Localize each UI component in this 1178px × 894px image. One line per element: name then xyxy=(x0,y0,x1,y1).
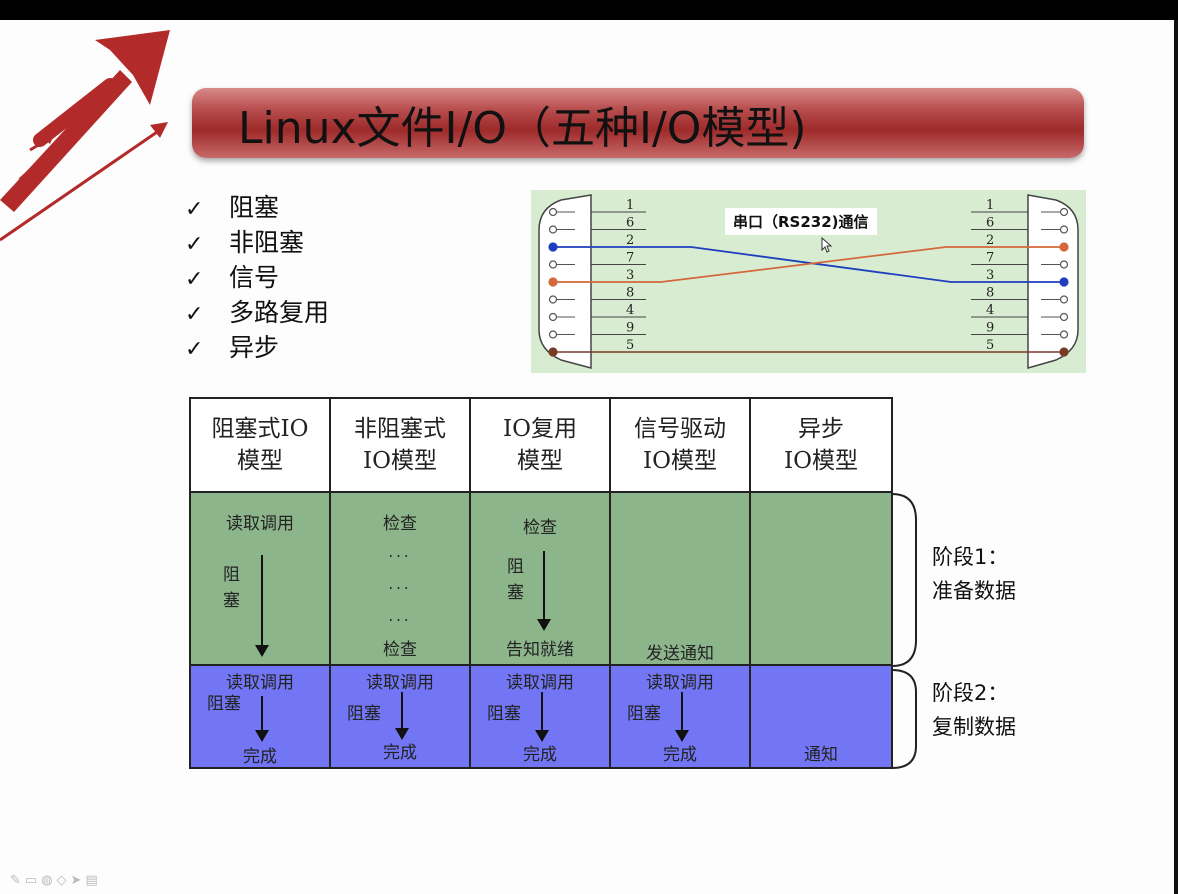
checklist-item: ✓多路复用 xyxy=(185,295,329,330)
stage1-row: 读取调用 阻 塞 检查 ... ... ... 检查 检查 阻 塞 xyxy=(189,491,893,666)
pin-number: 6 xyxy=(986,216,994,231)
check-icon: ✓ xyxy=(185,337,204,362)
serial-rs232-diagram: 1 6 2 7 3 8 4 9 5 1 6 2 7 3 8 4 9 5 串口（RS232)通信 xyxy=(531,190,1086,373)
pin-number: 2 xyxy=(986,233,994,248)
check-icon: ✓ xyxy=(185,197,204,222)
check-icon: ✓ xyxy=(185,302,204,327)
stage2-arrow-icon xyxy=(255,696,269,742)
pin-dot xyxy=(1059,207,1069,217)
pin-dot xyxy=(548,312,558,322)
stage1-nonblocking-cell: 检查 ... ... ... 检查 xyxy=(329,491,471,666)
stage1-label: 阶段1：准备数据 xyxy=(932,545,1016,603)
pin-dot xyxy=(1059,295,1069,304)
blocking-arrow-icon xyxy=(255,555,269,657)
pin-number: 6 xyxy=(626,216,634,231)
cursor-icon xyxy=(821,237,833,253)
pin-number: 1 xyxy=(626,198,634,213)
screen-icon[interactable]: ▭ xyxy=(24,873,42,888)
pin-dot xyxy=(548,295,558,304)
stage1-brace-icon xyxy=(891,493,917,667)
header-io-multiplexing: IO复用模型 xyxy=(469,397,611,493)
stage1-multiplex-cell: 检查 阻 塞 告知就绪 xyxy=(469,491,611,666)
check-icon: ✓ xyxy=(185,232,204,257)
pin-number: 5 xyxy=(626,338,634,353)
pin-number: 9 xyxy=(626,321,634,336)
rx-tx-wire xyxy=(553,246,1064,283)
checklist-item: ✓信号 xyxy=(185,260,329,295)
pin-number: 3 xyxy=(626,268,634,283)
pin-number: 4 xyxy=(626,303,634,318)
pin-number: 8 xyxy=(626,286,634,301)
stage2-blocking-cell: 读取调用 阻塞 完成 xyxy=(189,664,331,769)
stage2-signal-cell: 读取调用 阻塞 完成 xyxy=(609,664,751,769)
stage2-nonblocking-cell: 读取调用 阻塞 完成 xyxy=(329,664,471,769)
stage2-label: 阶段2：复制数据 xyxy=(932,681,1016,739)
eraser-icon[interactable]: ◇ xyxy=(56,873,71,888)
check-icon: ✓ xyxy=(185,267,204,292)
slide-title: Linux文件I/O（五种I/O模型) xyxy=(238,103,807,154)
pin-dot xyxy=(1059,225,1069,234)
pin-dot xyxy=(548,207,558,217)
pin-dot xyxy=(548,225,558,234)
stage1-async-cell xyxy=(749,491,893,666)
pin-dot xyxy=(1059,330,1069,339)
marker-icon[interactable]: ◍ xyxy=(41,873,57,888)
checklist-item: ✓非阻塞 xyxy=(185,225,329,260)
pin-dot xyxy=(1059,260,1069,269)
logo-arrows-icon xyxy=(0,30,170,242)
pin-dot xyxy=(548,260,558,269)
io-type-checklist: ✓阻塞 ✓非阻塞 ✓信号 ✓多路复用 ✓异步 xyxy=(185,190,329,365)
stage2-multiplex-cell: 读取调用 阻塞 完成 xyxy=(469,664,611,769)
pin-number: 1 xyxy=(986,198,994,213)
pin-number: 3 xyxy=(986,268,994,283)
stage2-brace-icon xyxy=(891,669,917,769)
tx-rx-wire xyxy=(553,246,1064,283)
pin-dot xyxy=(1059,312,1069,322)
pointer-icon[interactable]: ➤ xyxy=(70,873,86,888)
menu-icon[interactable]: ▤ xyxy=(85,873,102,888)
serial-diagram-label: 串口（RS232)通信 xyxy=(725,208,877,235)
checklist-item: ✓异步 xyxy=(185,330,329,365)
title-bar: Linux文件I/O（五种I/O模型) xyxy=(192,88,1084,158)
stage2-arrow-icon xyxy=(675,692,689,742)
stage1-blocking-cell: 读取调用 阻 塞 xyxy=(189,491,331,666)
pin-number: 9 xyxy=(986,321,994,336)
serial-wiring-graphic: 1 6 2 7 3 8 4 9 5 1 6 2 7 3 8 4 9 5 xyxy=(538,194,1079,369)
pin-number: 8 xyxy=(986,286,994,301)
pin-number: 7 xyxy=(986,251,994,266)
stage2-async-cell: 通知 xyxy=(749,664,893,769)
presenter-toolbar[interactable]: ✎▭◍◇➤▤ xyxy=(10,873,102,888)
stage2-arrow-icon xyxy=(395,692,409,740)
pin-number: 2 xyxy=(626,233,634,248)
pin-number: 5 xyxy=(986,338,994,353)
slide: Linux文件I/O（五种I/O模型) ✓阻塞 ✓非阻塞 ✓信号 ✓多路复用 ✓… xyxy=(0,20,1178,894)
stage2-arrow-icon xyxy=(535,692,549,742)
stage2-row: 读取调用 阻塞 完成 读取调用 阻塞 完成 读取调用 阻塞 完成 xyxy=(189,664,893,769)
pin-number: 4 xyxy=(986,303,994,318)
multiplex-arrow-icon xyxy=(537,551,551,631)
pin-number: 7 xyxy=(626,251,634,266)
pen-icon[interactable]: ✎ xyxy=(10,873,25,888)
stage1-signal-cell: 发送通知 xyxy=(609,491,751,666)
pin-dot xyxy=(548,330,558,339)
checklist-item: ✓阻塞 xyxy=(185,190,329,225)
window-edge xyxy=(1174,20,1178,894)
